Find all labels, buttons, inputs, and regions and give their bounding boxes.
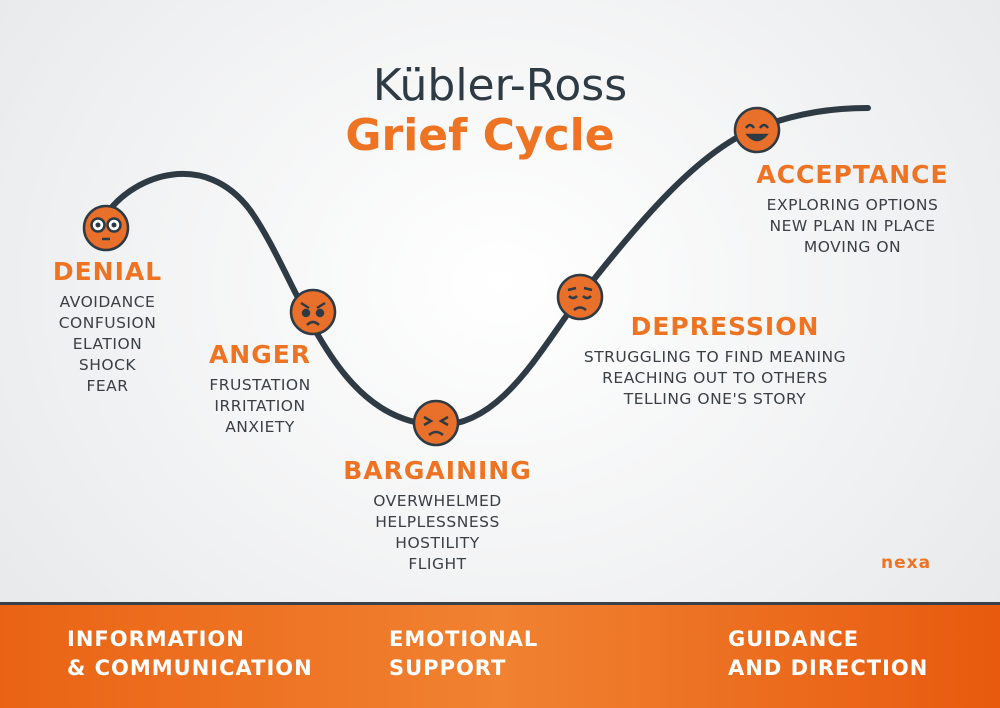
shocked-face-icon: [82, 204, 130, 252]
stage-bargaining: BARGAINING OVERWHELMED HELPLESSNESS HOSTIL…: [330, 456, 545, 575]
stage-title: ACCEPTANCE: [756, 160, 949, 189]
footer-information: INFORMATION & COMMUNICATION: [67, 625, 313, 683]
stage-acceptance: ACCEPTANCE EXPLORING OPTIONS NEW PLAN IN …: [745, 160, 960, 258]
stage-title: DENIAL: [52, 257, 163, 286]
sad-face-icon: [556, 273, 604, 321]
stage-item: ELATION: [72, 335, 143, 353]
stage-title: BARGAINING: [343, 456, 532, 485]
title-line2: Grief Cycle: [345, 110, 615, 161]
angry-face-icon: [289, 288, 337, 336]
footer-line: SUPPORT: [389, 656, 507, 680]
stage-item: HELPLESSNESS: [375, 513, 500, 531]
footer-emotional: EMOTIONAL SUPPORT: [389, 625, 538, 683]
stage-item: MOVING ON: [803, 238, 902, 256]
stage-item: TELLING ONE'S STORY: [623, 390, 807, 408]
stage-item: FLIGHT: [408, 555, 467, 573]
stage-denial: DENIAL AVOIDANCE CONFUSION ELATION SHOCK FEA…: [40, 257, 175, 397]
footer-line: AND DIRECTION: [728, 656, 929, 680]
footer-line: EMOTIONAL: [389, 627, 539, 651]
footer-line: GUIDANCE: [728, 627, 860, 651]
happy-face-icon: [733, 106, 781, 154]
stage-item: AVOIDANCE: [59, 293, 156, 311]
footer-guidance: GUIDANCE AND DIRECTION: [728, 625, 928, 683]
footer-line: INFORMATION: [67, 627, 245, 651]
stage-item: OVERWHELMED: [373, 492, 502, 510]
stage-item: HOSTILITY: [395, 534, 480, 552]
stage-item: NEW PLAN IN PLACE: [769, 217, 936, 235]
distressed-face-icon: [412, 399, 460, 447]
stage-title: DEPRESSION: [630, 312, 820, 341]
stage-depression: DEPRESSION STRUGGLING TO FIND MEANING REA…: [560, 312, 870, 410]
stage-item: ANXIETY: [225, 418, 295, 436]
title-line1: Kübler-Ross: [372, 60, 628, 111]
stage-anger: ANGER FRUSTATION IRRITATION ANXIETY: [190, 340, 330, 438]
stage-item: EXPLORING OPTIONS: [766, 196, 939, 214]
stage-item: IRRITATION: [214, 397, 306, 415]
grief-curve: [82, 105, 871, 447]
stage-item: STRUGGLING TO FIND MEANING: [583, 348, 847, 366]
support-band: INFORMATION & COMMUNICATION EMOTIONAL SUPP…: [0, 602, 1000, 708]
stage-item: FEAR: [86, 377, 129, 395]
stage-item: REACHING OUT TO OTHERS: [602, 369, 828, 387]
nexa-logo: nexa: [881, 553, 932, 573]
stage-title: ANGER: [208, 340, 312, 369]
stage-item: CONFUSION: [58, 314, 157, 332]
footer-line: & COMMUNICATION: [67, 656, 313, 680]
stage-item: SHOCK: [78, 356, 137, 374]
stage-item: FRUSTATION: [209, 376, 311, 394]
